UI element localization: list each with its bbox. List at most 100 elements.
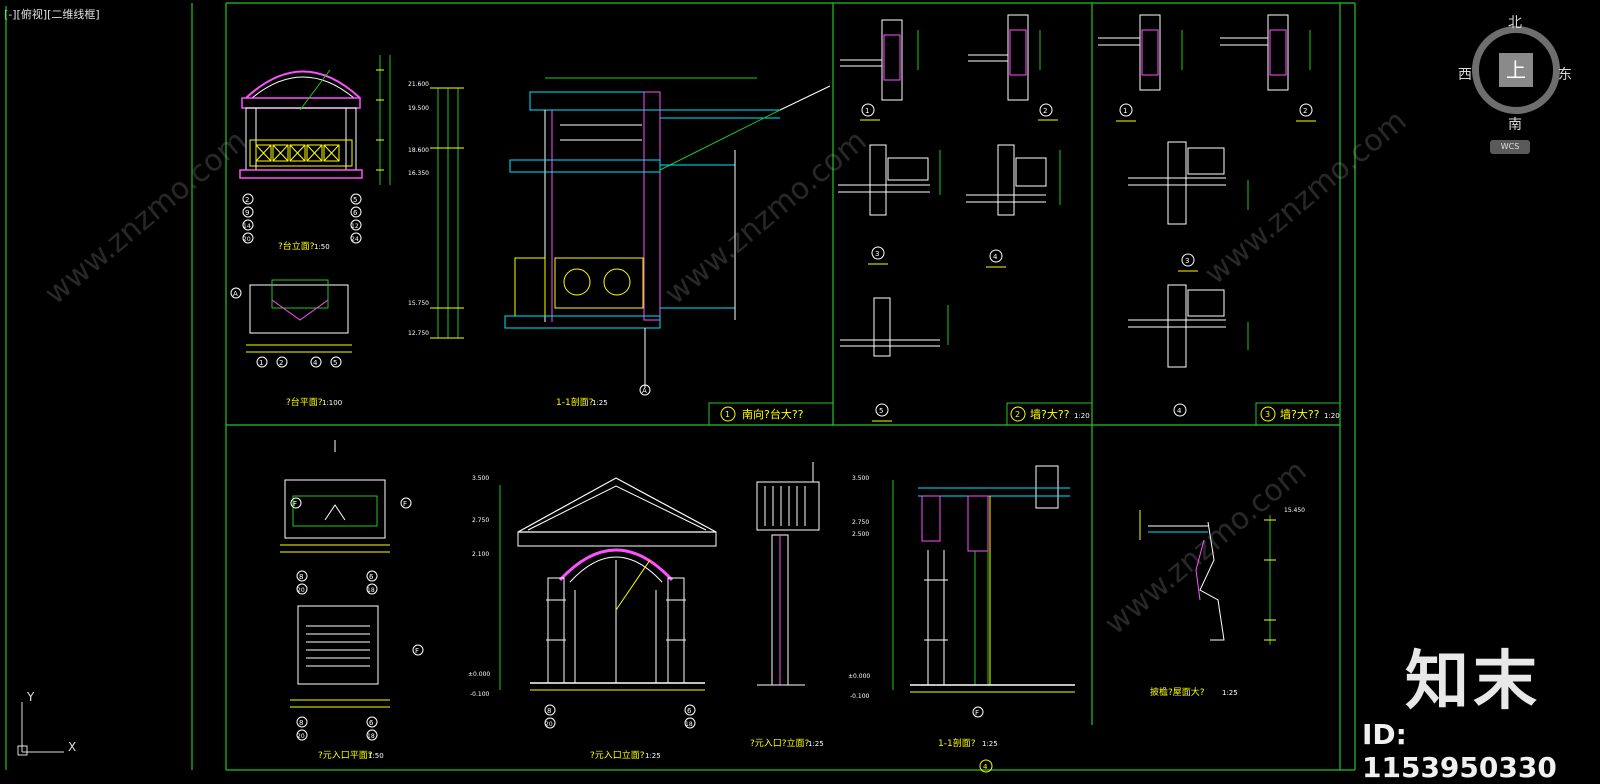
callout-F-2: F: [403, 500, 407, 508]
callout-12: 12: [351, 223, 359, 230]
callout-18a: 18: [367, 587, 375, 594]
balcony-elevation-callouts: [242, 193, 362, 244]
scale-wall-detail-3: 1:20: [1324, 412, 1340, 420]
callout-18c: 18: [685, 721, 693, 728]
callout-3-p2: 3: [875, 250, 879, 258]
elev-2750-a: 2.750: [472, 517, 489, 524]
balcony-elevation-drawing: [239, 55, 391, 185]
callout-24: 24: [351, 236, 359, 243]
panel-3-number: 3: [1265, 410, 1270, 419]
title-eave-detail: 披檐?屋面大?: [1150, 686, 1205, 698]
title-balcony-plan: ?台平面?: [286, 396, 323, 408]
wall-details-panel-2: [838, 14, 1061, 422]
elev-12750: 12.750: [408, 330, 429, 337]
callout-A-section: A: [642, 387, 647, 395]
panel-4-number: 4: [983, 763, 988, 771]
scale-wall-detail-2: 1:20: [1074, 412, 1090, 420]
panel-3-marker: [1260, 406, 1276, 422]
elev-21600: 21.600: [408, 81, 429, 88]
callout-5b: 5: [333, 359, 337, 367]
title-south-balcony: 南向?台大??: [742, 407, 804, 421]
scale-entry-elevation: 1:25: [645, 752, 661, 760]
entry-elevation-drawing: [499, 477, 717, 729]
ucs-y-label: Y: [27, 690, 35, 704]
entry-plan-drawing: [280, 440, 424, 741]
callout-2-p2: 2: [1043, 107, 1047, 115]
callout-4a: 4: [313, 359, 318, 367]
wcs-menu-button[interactable]: WCS: [1490, 140, 1530, 154]
callout-20b: 20: [297, 587, 305, 594]
callout-20c: 20: [297, 733, 305, 740]
scale-eave-detail: 1:25: [1222, 689, 1238, 697]
panel-1-marker: [720, 406, 736, 422]
callout-4-p3: 4: [1177, 407, 1182, 415]
eave-detail-drawing: [1139, 510, 1276, 645]
callout-5-p2: 5: [879, 407, 883, 415]
elev-0000-a: ±0.000: [468, 671, 490, 678]
callout-6b: 6: [369, 573, 374, 581]
panel-2-marker: [1010, 406, 1026, 422]
viewport-label[interactable]: [-][俯视][二维线框]: [4, 8, 100, 21]
title-entry-side: ?元入口?立面?: [750, 737, 810, 749]
elev-0100-b: -0.100: [850, 693, 870, 700]
elev-0100-a: -0.100: [470, 691, 490, 698]
entry-side-elevation-drawing: [756, 462, 820, 686]
callout-18b: 18: [367, 733, 375, 740]
callout-8a: 8: [299, 573, 303, 581]
callout-2-p3: 2: [1303, 107, 1307, 115]
dimension-column: [430, 87, 464, 339]
sheet-frame: [5, 2, 1356, 771]
callout-3-p3: 3: [1185, 257, 1189, 265]
title-section-top: 1-1剖面?: [556, 396, 594, 408]
wall-details-panel-3: [1098, 14, 1316, 417]
section-bottom-drawing: [892, 465, 1075, 718]
section-top-drawing: [504, 77, 831, 396]
callout-6c: 6: [369, 719, 374, 727]
callout-14: 14: [243, 223, 251, 230]
viewcube-south[interactable]: 南: [1508, 117, 1522, 133]
callout-2a: 2: [245, 196, 249, 204]
scale-entry-plan: 1:50: [368, 752, 384, 760]
elev-3500-a: 3.500: [472, 475, 489, 482]
watermark-id: ID: 1153950330: [1362, 718, 1557, 784]
viewcube-east[interactable]: 东: [1558, 67, 1572, 83]
callout-F-3: F: [415, 647, 419, 655]
title-section-bottom: 1-1剖面?: [938, 737, 976, 749]
elev-18600: 18.600: [408, 147, 429, 154]
elev-2500-b: 2.500: [852, 531, 869, 538]
elev-0000-b: ±0.000: [848, 673, 870, 680]
callout-F-1: F: [293, 500, 297, 508]
title-entry-plan: ?元入口平面?: [318, 750, 373, 761]
scale-balcony-plan: 1:100: [322, 399, 342, 407]
title-entry-elevation: ?元入口立面?: [590, 749, 645, 761]
viewcube-north[interactable]: 北: [1508, 15, 1522, 31]
panel-4-marker: [979, 759, 993, 773]
ucs-x-label: X: [68, 740, 77, 754]
elev-16350: 16.350: [408, 170, 429, 177]
callout-1a: 1: [259, 359, 263, 367]
callout-20a: 20: [243, 236, 251, 243]
callout-9: 9: [245, 209, 249, 217]
scale-section-bottom: 1:25: [982, 740, 998, 748]
elev-19500: 19.500: [408, 105, 429, 112]
scale-section-top: 1:25: [592, 399, 608, 407]
viewcube-top-face[interactable]: 上: [1499, 53, 1533, 87]
elev-15450: 15.450: [1284, 507, 1305, 514]
callout-8b: 8: [299, 719, 303, 727]
watermark-brand-logo: 知末: [1405, 645, 1541, 719]
title-wall-detail-2: 墙?大??: [1030, 407, 1070, 421]
viewcube[interactable]: 上 北 南 西 东 WCS: [1458, 14, 1580, 164]
callout-6a: 6: [353, 209, 358, 217]
callout-4-p2: 4: [993, 253, 998, 261]
viewcube-compass-ring[interactable]: [1472, 26, 1560, 114]
callout-1-p3: 1: [1123, 107, 1127, 115]
panel-1-number: 1: [725, 410, 730, 419]
elev-2750-b: 2.750: [852, 519, 869, 526]
viewcube-west[interactable]: 西: [1458, 67, 1472, 83]
title-boxes: [708, 402, 1341, 426]
callout-8c: 8: [547, 707, 551, 715]
callout-2b: 2: [279, 359, 283, 367]
callout-F-4: F: [975, 709, 979, 717]
callout-A: A: [233, 290, 238, 298]
